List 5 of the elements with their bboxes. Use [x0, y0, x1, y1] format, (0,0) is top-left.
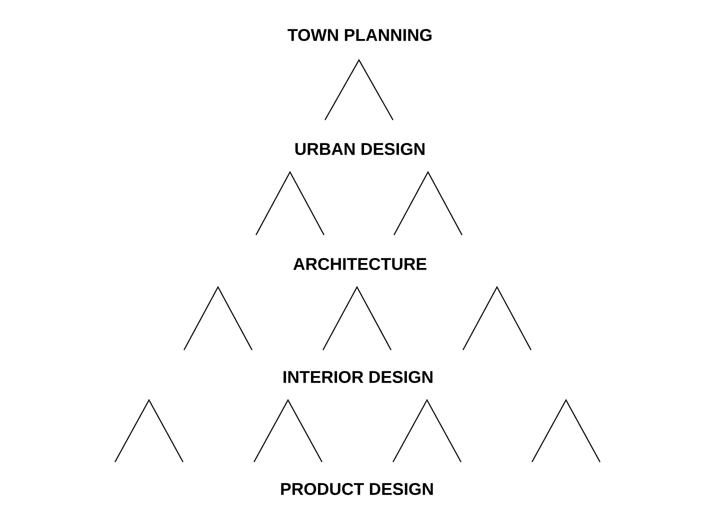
level-label: PRODUCT DESIGN — [281, 482, 433, 496]
level-label: URBAN DESIGN — [295, 142, 424, 156]
level-label: ARCHITECTURE — [293, 258, 426, 270]
level-label: INTERIOR DESIGN — [284, 370, 432, 384]
level-label: TOWN PLANNING — [288, 28, 432, 42]
